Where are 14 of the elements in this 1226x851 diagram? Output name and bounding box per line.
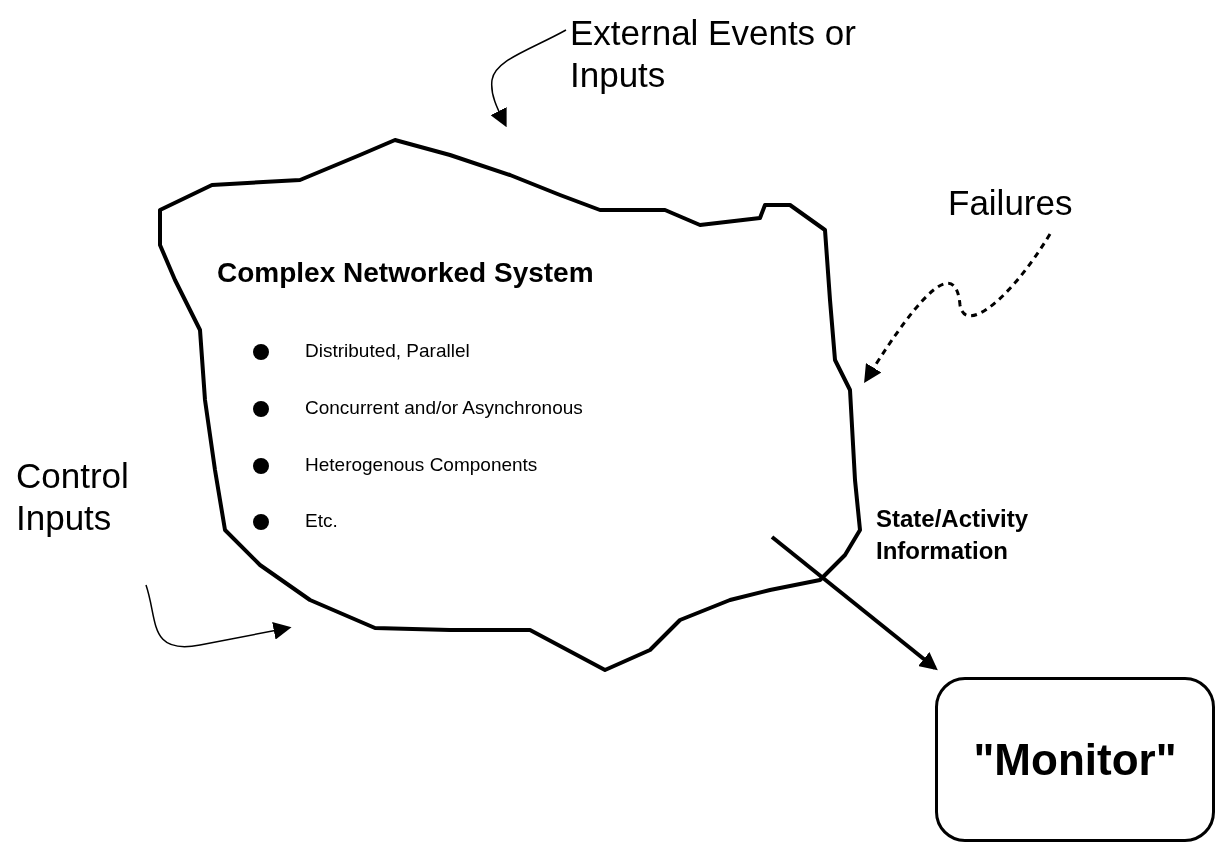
bullet-text: Heterogenous Components (305, 454, 538, 476)
annotation-text: Failures (948, 182, 1098, 224)
dashed-arrow (864, 233, 1052, 384)
bullet-text: Distributed, Parallel (305, 340, 470, 362)
annotation-text: Control Inputs (16, 455, 176, 539)
bullet-text: Concurrent and/or Asynchronous (305, 397, 583, 419)
annotation-text: External Events or Inputs (570, 12, 860, 96)
system-title: Complex Networked System (217, 257, 594, 289)
monitor-box: "Monitor" (935, 677, 1215, 842)
arrow (490, 29, 567, 128)
bullet-text: Etc. (305, 510, 338, 532)
edge-label: State/Activity Information (876, 504, 1030, 567)
arrow (770, 535, 938, 671)
arrow (145, 584, 292, 648)
